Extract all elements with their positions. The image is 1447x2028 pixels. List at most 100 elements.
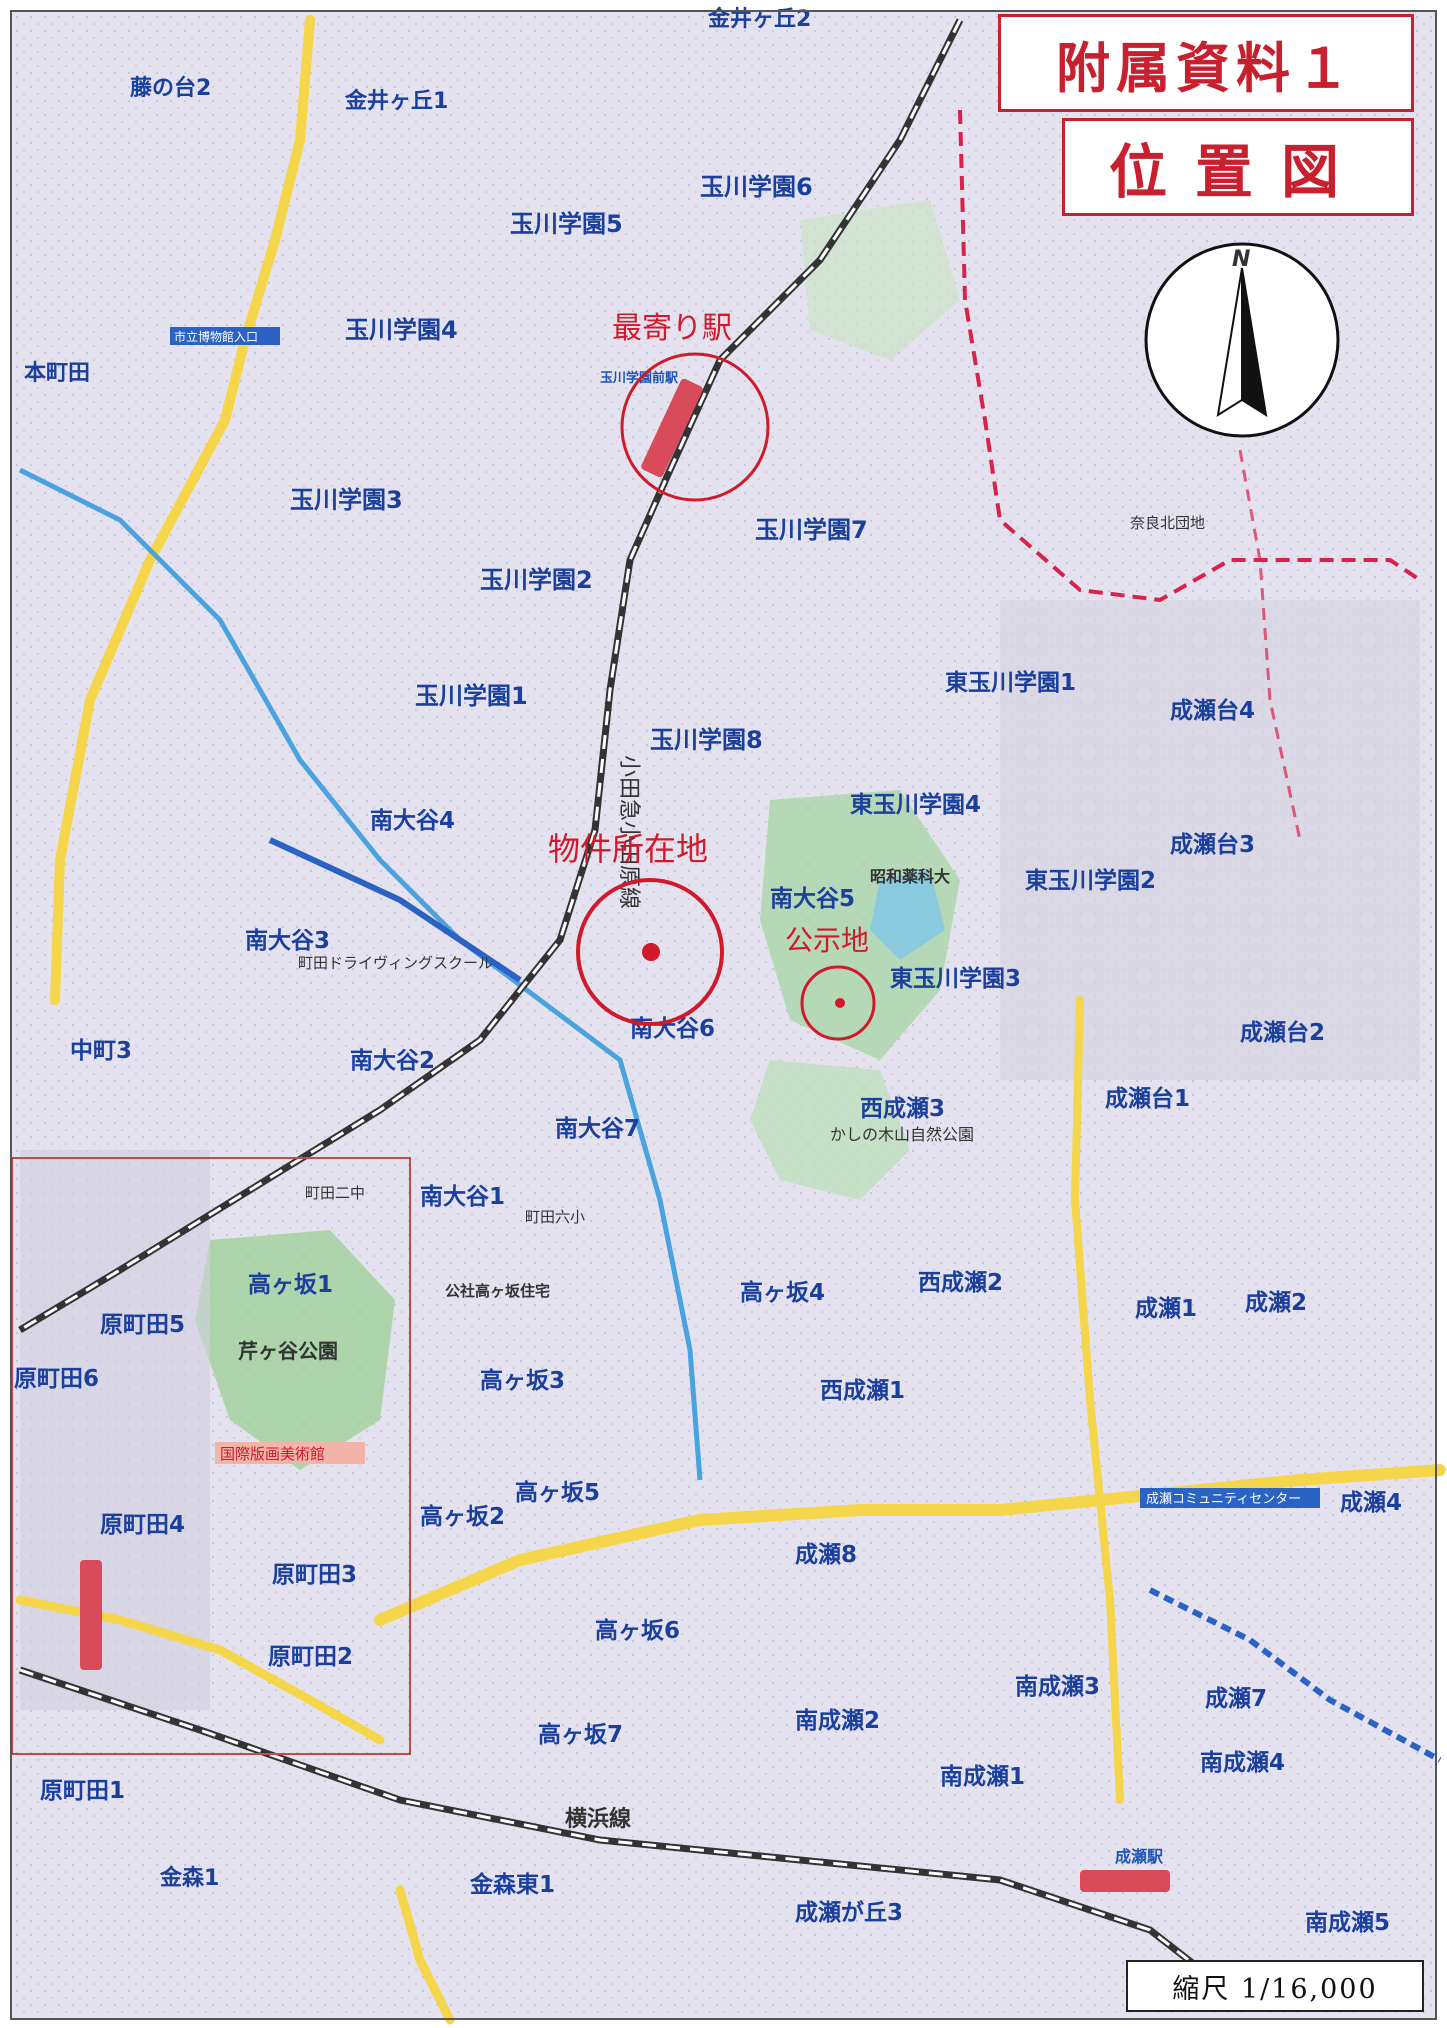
- district-label: 中町3: [70, 1038, 132, 1064]
- place-label: 公社高ヶ坂住宅: [445, 1282, 550, 1300]
- museum-label-bg: [215, 1442, 365, 1464]
- district-label: 東玉川学園4: [850, 791, 981, 818]
- district-label: 高ヶ坂5: [515, 1479, 600, 1506]
- naruse-station-marker: [1080, 1870, 1170, 1892]
- place-label: 町田ドライヴィングスクール: [298, 954, 493, 972]
- district-label: 藤の台2: [130, 75, 211, 101]
- place-label: 市立博物館入口: [174, 329, 258, 344]
- park-area-kashinoki: [750, 1060, 910, 1200]
- place-label: 町田六小: [525, 1208, 585, 1226]
- district-label: 南成瀬5: [1305, 1910, 1390, 1936]
- title-location-map: 位置図: [1108, 138, 1367, 206]
- road-south-bottom: [395, 1885, 455, 2025]
- district-label: 高ヶ坂1: [248, 1271, 333, 1298]
- district-label: 東玉川学園3: [890, 965, 1021, 992]
- district-label: 高ヶ坂4: [740, 1279, 825, 1306]
- road-south-main: [374, 1464, 1446, 1626]
- park-area-north: [800, 200, 960, 360]
- district-label: 玉川学園8: [650, 726, 763, 754]
- title-box-appendix: 附属資料１: [998, 14, 1414, 112]
- district-label: 玉川学園4: [345, 316, 458, 344]
- district-label: 南成瀬4: [1200, 1750, 1285, 1776]
- north-letter: N: [1232, 247, 1250, 272]
- district-label: 南大谷2: [350, 1048, 435, 1074]
- district-label: 玉川学園2: [480, 566, 593, 594]
- district-label: 南大谷5: [770, 886, 855, 912]
- district-label: 玉川学園3: [290, 486, 403, 514]
- public-land-label: 公示地: [785, 924, 869, 957]
- park-area-showa: [760, 790, 960, 1060]
- district-label: 南成瀬3: [1015, 1674, 1100, 1700]
- road-route-blue-east: [1148, 1587, 1442, 1763]
- district-label: 金井ヶ丘2: [707, 6, 811, 32]
- park-area-seriogaya: [195, 1230, 395, 1470]
- district-label: 高ヶ坂7: [538, 1721, 623, 1748]
- district-label: 成瀬が丘3: [795, 1899, 903, 1926]
- district-label: 南成瀬1: [940, 1764, 1025, 1790]
- district-label: 高ヶ坂2: [420, 1503, 505, 1530]
- scale-box: 縮尺 1/16,000: [1126, 1960, 1424, 2012]
- district-label: 玉川学園6: [700, 173, 813, 201]
- park-area-pond: [870, 870, 945, 960]
- property-marker: [642, 943, 660, 961]
- district-label: 成瀬7: [1205, 1686, 1267, 1712]
- road-east-vertical: [1070, 996, 1124, 1804]
- district-label: 高ヶ坂3: [480, 1367, 565, 1394]
- district-label: 成瀬1: [1135, 1296, 1197, 1322]
- district-label: 高ヶ坂6: [595, 1617, 680, 1644]
- property-label: 物件所在地: [548, 830, 708, 868]
- tamagawagakuen-station-marker: [641, 378, 703, 478]
- district-label: 南成瀬2: [795, 1708, 880, 1734]
- district-label: 西成瀬2: [918, 1270, 1003, 1296]
- place-label: 奈良北団地: [1130, 514, 1205, 532]
- road-west: [50, 15, 315, 1005]
- district-label: 東玉川学園2: [1025, 867, 1156, 894]
- public-land-marker: [835, 998, 845, 1008]
- nearest-station-label: 最寄り駅: [612, 311, 732, 346]
- district-label: 原町田2: [268, 1644, 353, 1670]
- district-label: 成瀬台1: [1105, 1085, 1190, 1112]
- district-label: 南大谷3: [245, 928, 330, 954]
- property-circle: [576, 878, 724, 1026]
- public-land-circle: [800, 965, 876, 1041]
- community-center-bg: [1140, 1488, 1320, 1508]
- district-label: 原町田3: [272, 1562, 357, 1588]
- city-boundary-east: [1238, 449, 1302, 841]
- district-label: 原町田4: [100, 1512, 185, 1538]
- odakyu-railway: [18, 18, 964, 1334]
- machida-station-marker: [80, 1560, 102, 1670]
- title-box-location: 位置図: [1062, 118, 1414, 216]
- district-label: 玉川学園5: [510, 210, 623, 238]
- place-label: 成瀬コミュニティセンター: [1146, 1492, 1301, 1507]
- district-label: 成瀬4: [1340, 1490, 1402, 1516]
- place-label: かしの木山自然公園: [830, 1125, 974, 1144]
- place-label: 町田二中: [305, 1184, 365, 1202]
- district-label: 玉川学園7: [755, 516, 868, 544]
- district-label: 西成瀬1: [820, 1378, 905, 1404]
- museum-entrance-bg: [170, 327, 280, 345]
- district-label: 玉川学園1: [415, 682, 528, 710]
- district-label: 成瀬台4: [1170, 697, 1255, 724]
- north-arrow: N: [1144, 242, 1340, 438]
- road-route-blue: [268, 837, 522, 983]
- yokohama-line-railway: [18, 1666, 1243, 2003]
- inset-outline: [11, 1157, 411, 1755]
- district-label: 原町田6: [14, 1366, 99, 1392]
- place-label: 芹ヶ谷公園: [238, 1339, 338, 1363]
- place-label: 成瀬駅: [1115, 1847, 1164, 1866]
- block-area-east: [1000, 600, 1420, 1080]
- district-label: 本町田: [24, 361, 90, 386]
- district-label: 南大谷4: [370, 808, 455, 834]
- title-appendix: 附属資料１: [1056, 35, 1356, 100]
- place-labels: 玉川学園前駅 芹ヶ谷公園 国際版画美術館 昭和薬科大 かしの木山自然公園 町田ド…: [170, 327, 1320, 1866]
- district-label: 金井ヶ丘1: [344, 88, 448, 114]
- nearest-station-circle: [620, 352, 770, 502]
- district-label: 成瀬2: [1245, 1290, 1307, 1316]
- place-label: 国際版画美術館: [220, 1445, 325, 1463]
- district-label: 成瀬8: [795, 1542, 857, 1568]
- district-label: 金森東1: [469, 1871, 555, 1898]
- district-label: 成瀬台2: [1240, 1019, 1325, 1046]
- district-label: 金森1: [159, 1865, 219, 1891]
- district-label: 原町田5: [100, 1312, 185, 1338]
